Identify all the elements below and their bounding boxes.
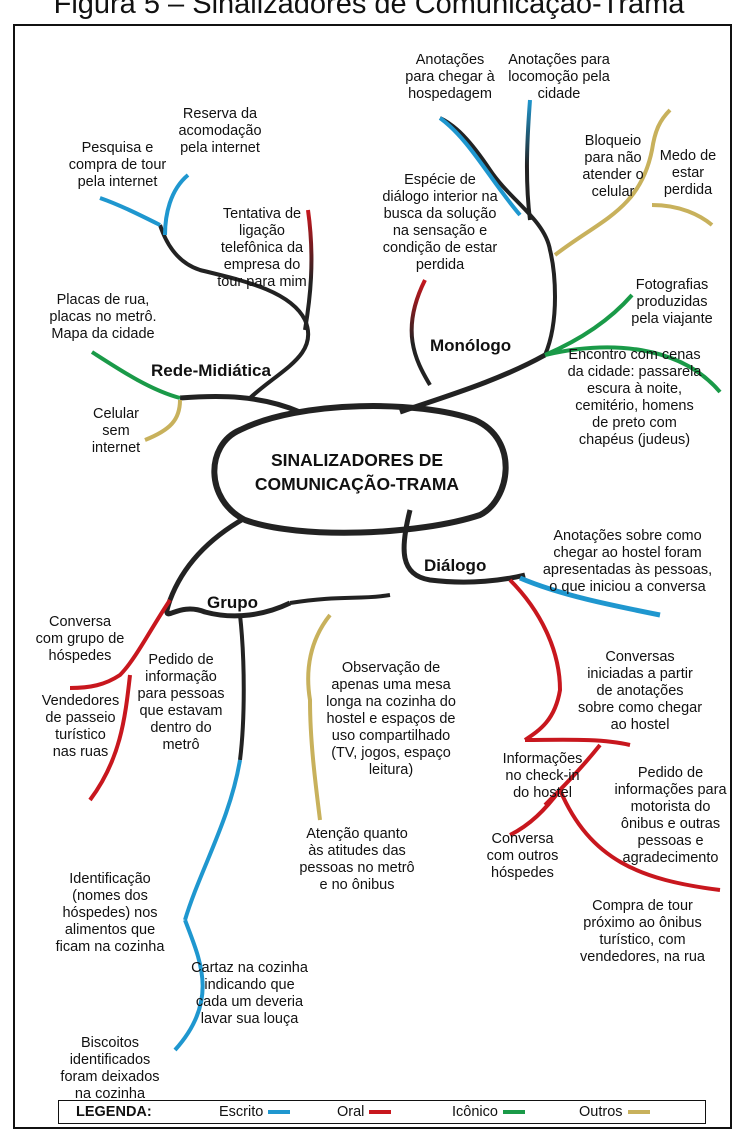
branch-placas bbox=[90, 350, 181, 400]
branch-conversa-outros bbox=[509, 788, 562, 837]
legend-swatch-oral bbox=[369, 1110, 392, 1114]
branch-label-dialogo: Diálogo bbox=[424, 556, 487, 575]
branch-bloqueio bbox=[553, 108, 672, 257]
branch-compra-tour bbox=[558, 789, 721, 892]
branch-rede-up bbox=[158, 224, 311, 400]
legend-title: LEGENDA: bbox=[76, 1104, 152, 1120]
label-especie: Espécie de diálogo interior na busca da … bbox=[382, 172, 498, 273]
center-node-title: SINALIZADORES DE COMUNICAÇÃO-TRAMA bbox=[254, 450, 460, 494]
branch-grupo-down bbox=[238, 614, 246, 761]
label-celular: Celular sem internet bbox=[91, 406, 141, 456]
branch-conversas-iniciadas bbox=[508, 578, 563, 742]
branch-rede-trunk bbox=[179, 394, 301, 415]
branch-anot-loc bbox=[524, 99, 532, 221]
label-biscoitos: Biscoitos identificados foram deixados n… bbox=[60, 1035, 160, 1102]
legend-label-iconico: Icônico bbox=[452, 1104, 498, 1120]
diagram-frame bbox=[13, 24, 732, 1129]
label-fotografias: Fotografias produzidas pela viajante bbox=[631, 277, 713, 327]
branch-check-in bbox=[524, 737, 631, 747]
branch-grupo-trunk bbox=[164, 515, 292, 619]
label-anot-hosp: Anotações para chegar à hospedagem bbox=[405, 52, 495, 102]
label-bloqueio: Bloqueio para não atender o celular bbox=[582, 133, 644, 200]
branch-cartaz bbox=[183, 759, 242, 921]
label-encontro: Encontro com cenas da cidade: passarela … bbox=[567, 347, 702, 448]
label-vendedores: Vendedores de passeio turístico nas ruas bbox=[41, 693, 120, 760]
label-pesquisa: Pesquisa e compra de tour pela internet bbox=[68, 140, 167, 190]
label-tentativa: Tentativa de ligação telefônica da empre… bbox=[217, 206, 307, 290]
legend-label-escrito: Escrito bbox=[219, 1104, 264, 1120]
label-reserva: Reserva da acomodação pela internet bbox=[178, 106, 262, 156]
branch-mono-up bbox=[439, 116, 557, 356]
branch-celular bbox=[144, 399, 182, 442]
legend-item-outros: Outros bbox=[579, 1104, 650, 1120]
label-pedido-motorista: Pedido de informações para motorista do … bbox=[614, 765, 727, 866]
branch-especie bbox=[409, 279, 432, 387]
branch-reserva bbox=[163, 173, 190, 236]
label-pedido-metro: Pedido de informação para pessoas que es… bbox=[137, 652, 225, 753]
branch-biscoitos bbox=[173, 919, 205, 1052]
branch-dialogo-trunk bbox=[401, 509, 526, 585]
label-placas: Placas de rua, placas no metrô. Mapa da … bbox=[49, 292, 157, 342]
label-conversa-grupo: Conversa com grupo de hóspedes bbox=[35, 614, 125, 664]
legend-item-oral: Oral bbox=[337, 1104, 392, 1120]
legend-item-iconico: Icônico bbox=[452, 1104, 525, 1120]
legend-swatch-iconico bbox=[502, 1110, 525, 1114]
label-anot-loc: Anotações para locomoção pela cidade bbox=[508, 52, 610, 102]
branch-encontro bbox=[544, 345, 722, 394]
legend: LEGENDA: Escrito Oral Icônico Outros bbox=[58, 1100, 706, 1124]
branch-pesquisa bbox=[99, 196, 161, 227]
branch-grupo-right bbox=[289, 593, 391, 605]
branch-fotografias bbox=[544, 293, 634, 357]
branch-tentativa bbox=[303, 209, 314, 331]
label-medo: Medo de estar perdida bbox=[659, 148, 717, 198]
label-informacoes: Informações no check-in do hostel bbox=[502, 751, 583, 801]
branch-observacao bbox=[306, 613, 332, 821]
branch-mono-trunk bbox=[399, 352, 547, 415]
label-conversa-outros: Conversa com outros hóspedes bbox=[486, 831, 559, 881]
legend-label-oral: Oral bbox=[337, 1104, 365, 1120]
branch-vendedores bbox=[88, 674, 132, 802]
legend-item-escrito: Escrito bbox=[219, 1104, 291, 1120]
label-compra-tour: Compra de tour próximo ao ônibus turísti… bbox=[580, 898, 705, 965]
branch-conversa-grupo bbox=[69, 598, 172, 690]
legend-label-outros: Outros bbox=[579, 1104, 623, 1120]
figure-title: Figura 5 – Sinalizadores de Comunicação-… bbox=[53, 0, 685, 20]
label-identificacao: Identificação (nomes dos hóspedes) nos a… bbox=[55, 871, 165, 955]
center-loop bbox=[211, 403, 509, 536]
legend-swatch-outros bbox=[627, 1110, 650, 1114]
legend-swatch-escrito bbox=[268, 1110, 291, 1114]
branch-anot-como bbox=[519, 575, 661, 618]
label-anot-como: Anotações sobre como chegar ao hostel fo… bbox=[542, 528, 713, 595]
label-atencao: Atenção quanto às atitudes das pessoas n… bbox=[299, 826, 415, 893]
branch-label-grupo: Grupo bbox=[207, 593, 258, 612]
branch-label-monologo: Monólogo bbox=[430, 336, 512, 355]
label-observacao: Observação de apenas uma mesa longa na c… bbox=[326, 660, 456, 778]
label-conversas-iniciadas: Conversas iniciadas a partir de anotaçõe… bbox=[577, 649, 703, 733]
branch-anot-hosp bbox=[438, 116, 522, 217]
branch-medo bbox=[651, 203, 714, 227]
branch-label-rede: Rede-Midiática bbox=[151, 361, 271, 380]
label-cartaz: Cartaz na cozinha indicando que cada um … bbox=[191, 960, 308, 1027]
